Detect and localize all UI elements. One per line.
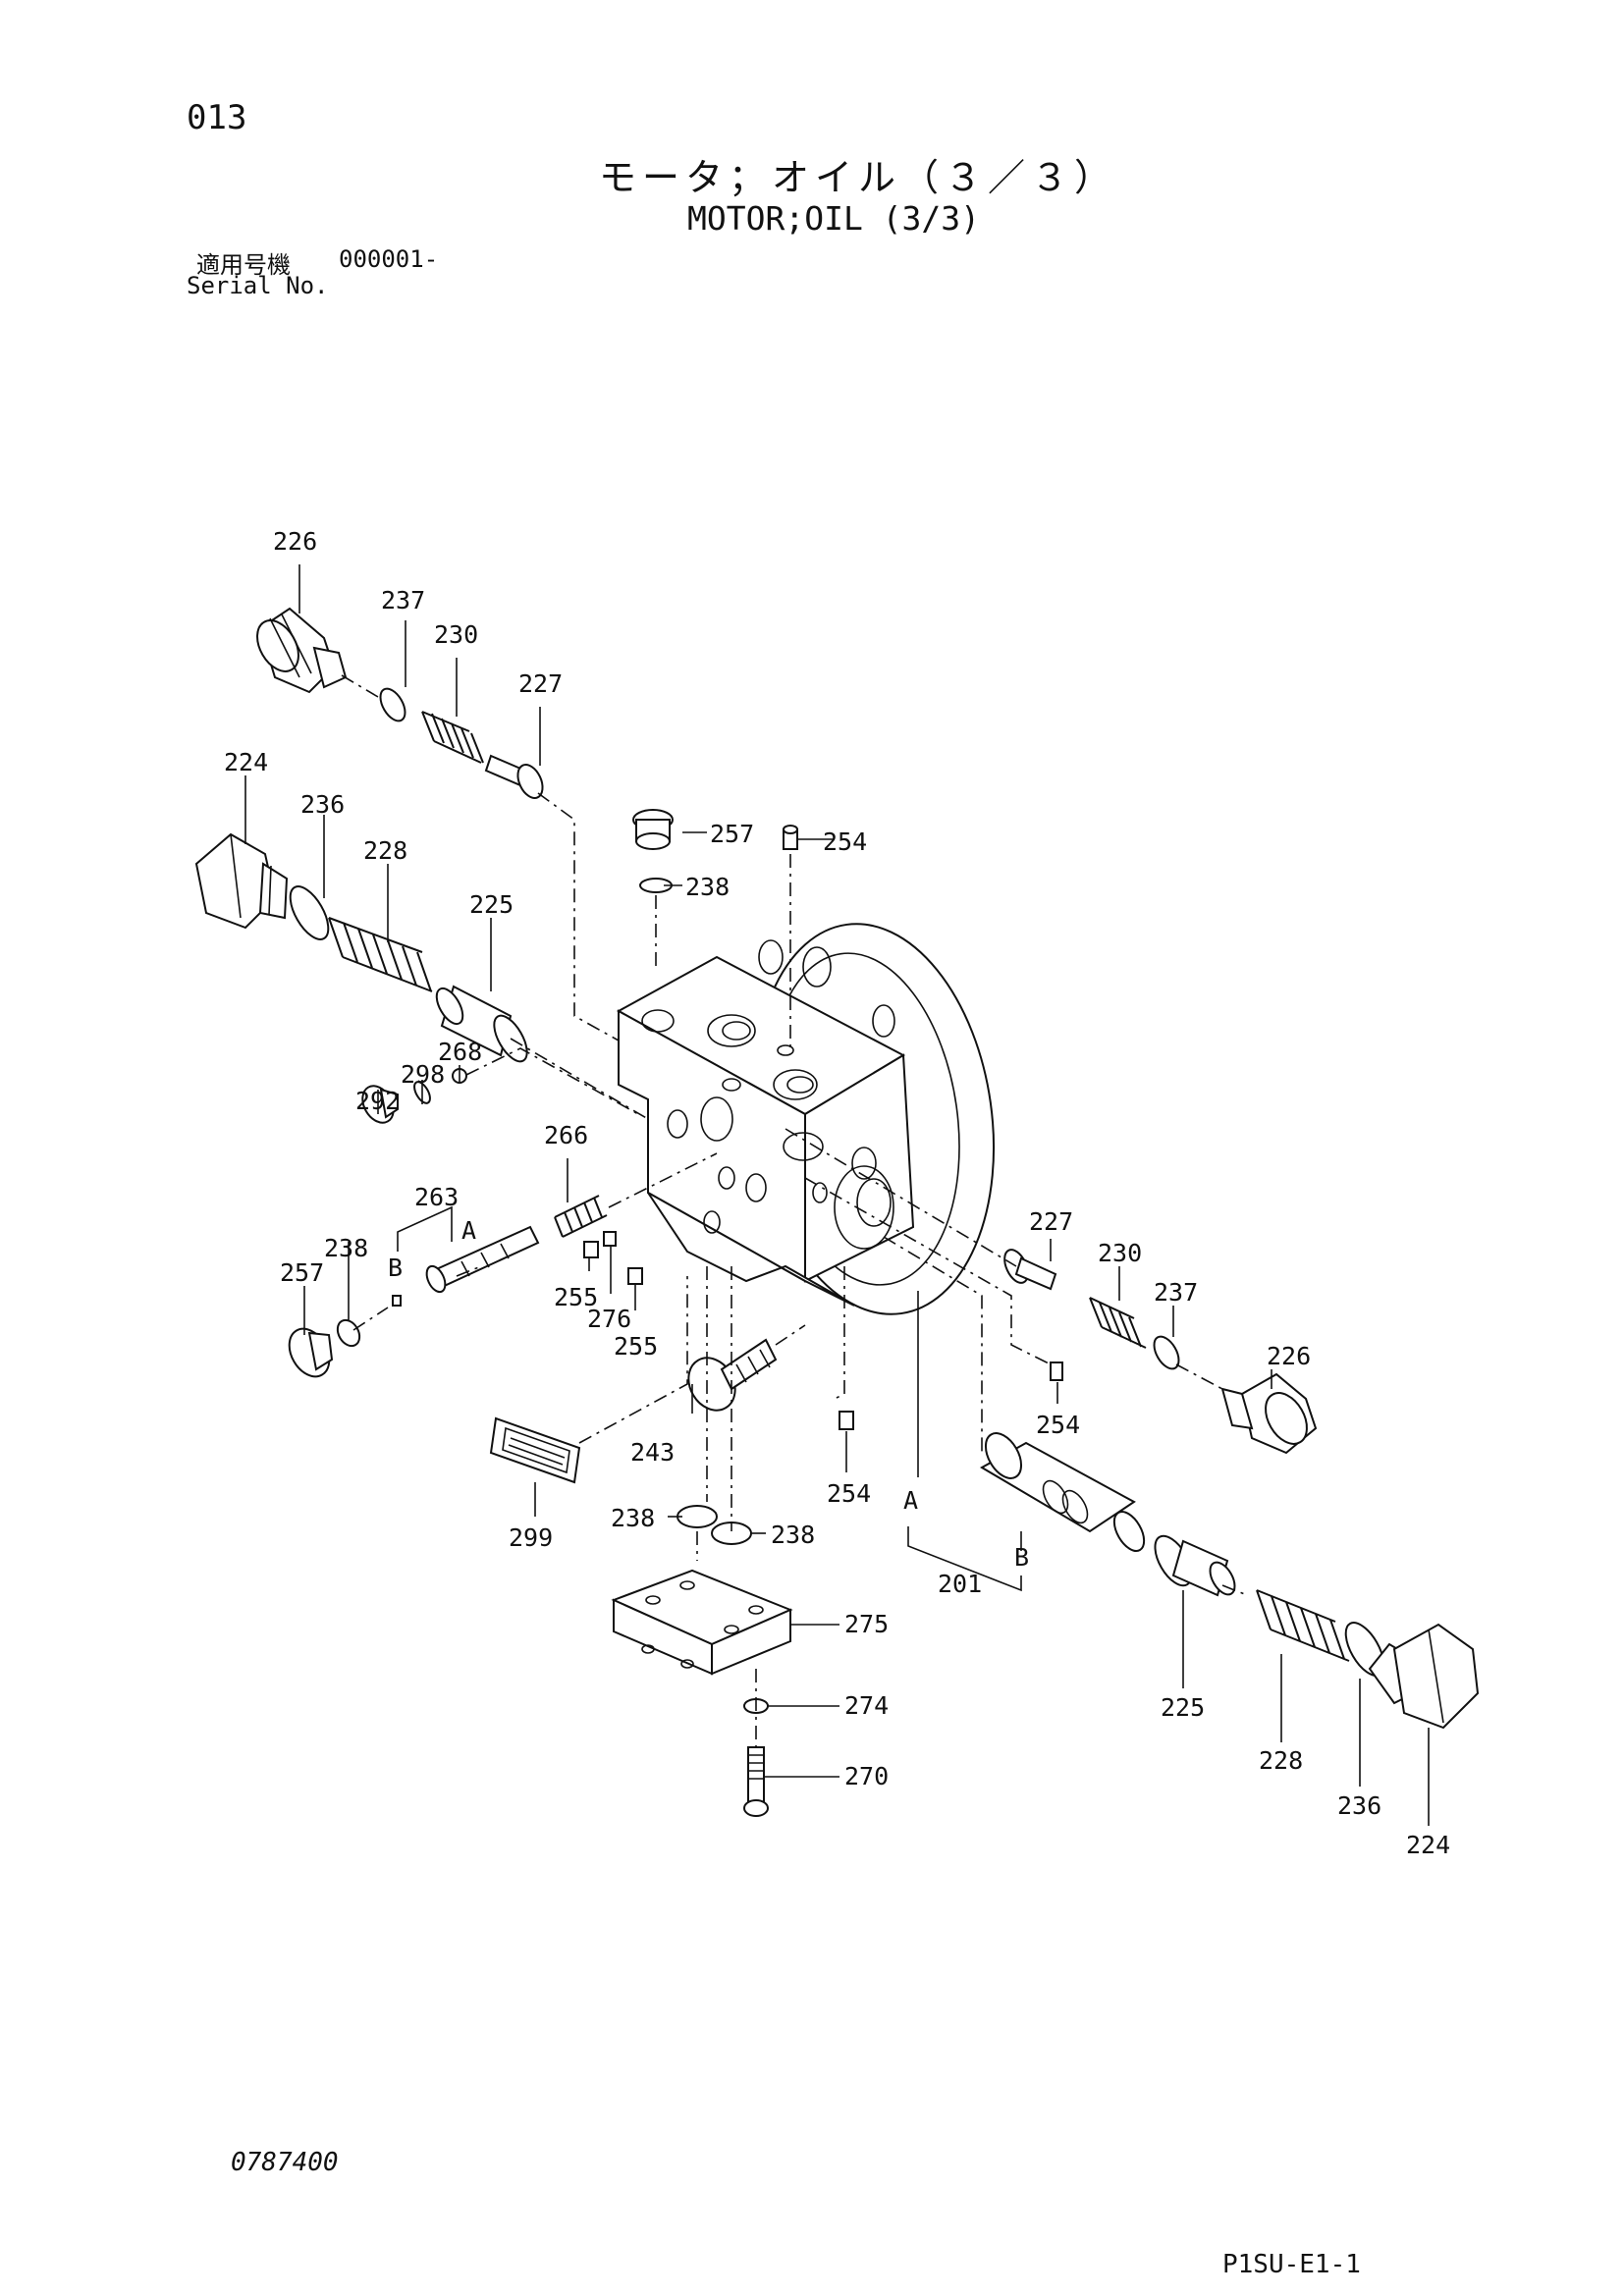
mark-b-left: B [388, 1254, 403, 1282]
label-263: 263 [414, 1183, 459, 1211]
serial-range: 000001- [339, 245, 439, 273]
part-263 [392, 1225, 540, 1307]
part-228-right [1256, 1589, 1350, 1662]
label-254-right: 254 [1036, 1411, 1080, 1439]
label-254-mid: 254 [827, 1479, 871, 1508]
serial-label-japanese: 適用号機 [196, 251, 291, 279]
label-276: 276 [587, 1305, 631, 1333]
label-238-top: 238 [685, 873, 730, 901]
part-266 [554, 1195, 608, 1238]
part-276 [603, 1231, 617, 1247]
label-299: 299 [509, 1523, 553, 1552]
mark-a-left: A [461, 1216, 476, 1245]
serial-label-english: Serial No. [187, 272, 329, 299]
part-299 [489, 1416, 581, 1484]
title-japanese: モータ；オイル（３／３） [599, 156, 1118, 199]
part-257-top [632, 809, 674, 850]
label-266: 266 [544, 1121, 588, 1149]
label-274: 274 [844, 1691, 889, 1720]
label-225-right: 225 [1161, 1693, 1205, 1722]
label-292: 292 [355, 1087, 400, 1115]
callout-labels: 226 237 230 227 224 236 228 225 257 254 … [224, 527, 1450, 1859]
label-255-a: 255 [554, 1283, 598, 1311]
part-237-top [379, 687, 406, 722]
part-227-top [484, 754, 544, 799]
label-225-left: 225 [469, 890, 514, 919]
valve-block [616, 955, 915, 1307]
label-228-left: 228 [363, 836, 407, 865]
label-238-lower-left: 238 [611, 1504, 655, 1532]
label-270: 270 [844, 1762, 889, 1790]
label-268: 268 [438, 1038, 482, 1066]
label-227-top: 227 [518, 669, 563, 698]
label-257-top: 257 [710, 820, 754, 848]
label-201: 201 [938, 1570, 982, 1598]
label-257-left: 257 [280, 1258, 324, 1287]
part-224-right [1368, 1623, 1480, 1730]
part-275 [611, 1569, 793, 1676]
part-224-left [194, 832, 289, 930]
label-228-right: 228 [1259, 1746, 1303, 1775]
label-224-right: 224 [1406, 1831, 1450, 1859]
part-255-b [627, 1267, 643, 1285]
part-226-top [256, 607, 348, 694]
part-254-right [1050, 1362, 1063, 1381]
label-226-right: 226 [1267, 1342, 1311, 1370]
part-238-left [336, 1318, 361, 1348]
part-230-right [1089, 1297, 1147, 1349]
part-230-top [421, 711, 484, 764]
label-298: 298 [401, 1060, 445, 1089]
part-225-right [1154, 1534, 1236, 1597]
title-english: MOTOR;OIL (3/3) [687, 199, 981, 238]
center-lines [341, 674, 1248, 1747]
label-230-top: 230 [434, 620, 478, 649]
part-201 [979, 1432, 1146, 1552]
label-238-lower-right: 238 [771, 1521, 815, 1549]
label-236-left: 236 [300, 790, 345, 819]
label-236-right: 236 [1337, 1791, 1381, 1820]
label-255-b: 255 [614, 1332, 658, 1361]
part-255-a [583, 1241, 599, 1258]
mark-b-right: B [1014, 1543, 1029, 1572]
label-237-top: 237 [381, 586, 425, 614]
label-237-right: 237 [1154, 1278, 1198, 1307]
sheet-code: P1SU-E1-1 [1222, 2250, 1361, 2279]
label-227-right: 227 [1029, 1207, 1073, 1236]
part-257-left [288, 1327, 334, 1378]
part-236-left [289, 885, 330, 940]
leader-lines [244, 564, 1430, 1826]
label-230-right: 230 [1098, 1239, 1142, 1267]
label-254-top: 254 [823, 828, 867, 856]
part-226-right [1220, 1372, 1318, 1455]
part-243 [687, 1338, 778, 1412]
label-226-top: 226 [273, 527, 317, 556]
part-237-right [1153, 1335, 1180, 1370]
part-238-lower-left [677, 1505, 718, 1528]
label-275: 275 [844, 1610, 889, 1638]
drawing-number: 0787400 [231, 2148, 339, 2177]
label-243: 243 [630, 1438, 675, 1467]
mark-a-right: A [903, 1486, 918, 1515]
page-number: 013 [187, 98, 247, 137]
label-238-left: 238 [324, 1234, 368, 1262]
part-254-top [783, 825, 798, 850]
part-227-right [1003, 1249, 1057, 1291]
part-254-mid [839, 1411, 854, 1430]
label-224-left: 224 [224, 748, 268, 776]
part-228-left [328, 917, 433, 992]
part-270 [743, 1746, 769, 1817]
